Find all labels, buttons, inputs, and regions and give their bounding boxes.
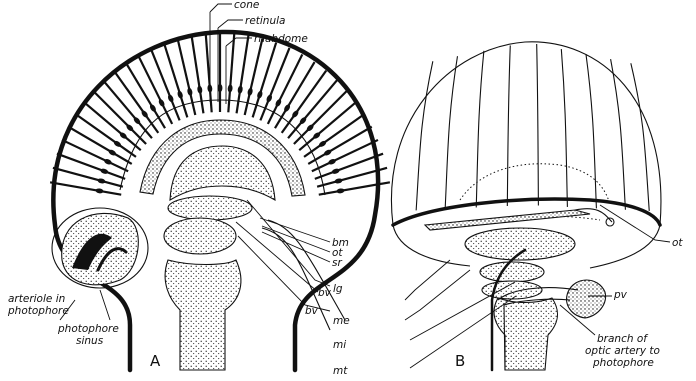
dome-meridian [537, 44, 539, 206]
lamina-ganglion [168, 196, 252, 220]
rhabdome-mark [237, 85, 243, 94]
rhabdome-mark [97, 178, 106, 185]
label-mi: mi [333, 339, 346, 351]
label-pv: pv [613, 289, 628, 301]
ommatidium-ray [253, 43, 277, 118]
rhabdome-mark [336, 188, 345, 194]
medulla-externa-b [480, 262, 544, 282]
labels: cone retinula rhabdome bm ot sr lg bv bv… [7, 0, 683, 377]
rhabdome-mark [227, 84, 232, 92]
label-sinus-1: photophore [57, 323, 119, 335]
rhabdome-mark [197, 85, 203, 94]
rhabdome-mark [247, 87, 254, 96]
eye-rim-lower-right [590, 225, 660, 268]
label-retinula: retinula [245, 15, 285, 27]
dome-meridian [561, 49, 567, 207]
lamina-ganglion-b [465, 228, 575, 260]
label-bv-2: bv [305, 305, 319, 317]
ommatidium-ray [57, 154, 125, 179]
ommatidium-ray [315, 154, 383, 179]
label-cone: cone [234, 0, 259, 11]
rhabdome-mark [331, 168, 340, 175]
label-bv-1: bv [318, 287, 332, 299]
rhabdome-mark [187, 87, 194, 96]
dome-meridian [445, 56, 457, 209]
label-branch-3: photophore [592, 357, 654, 369]
photophore-pv [567, 280, 606, 318]
panel-b-diagram [391, 42, 661, 370]
rhabdome-mark [256, 90, 263, 99]
dome-meridian [611, 59, 626, 210]
optic-stalk [165, 260, 241, 370]
label-branch-2: optic artery to [585, 345, 660, 357]
label-arteriole-1: arteriole in [8, 293, 65, 305]
medulla-externa [164, 218, 236, 254]
panel-label-a: A [150, 352, 161, 370]
ommatidium-ray [164, 43, 188, 118]
rhabdome-mark [95, 188, 104, 194]
rhabdome-mark [265, 94, 273, 103]
dome-meridian [507, 45, 510, 206]
dome-meridian [631, 63, 649, 211]
label-me: me [333, 315, 350, 327]
label-branch-1: branch of [597, 333, 649, 345]
rhabdome-mark [167, 94, 175, 103]
label-ot-b: ot [672, 237, 683, 249]
label-sr: sr [332, 257, 342, 269]
rhabdome-mark [100, 168, 109, 175]
label-mt: mt [333, 365, 348, 377]
eye-rim-band [393, 199, 660, 225]
dome-meridians [416, 44, 649, 211]
dome-meridian [586, 54, 596, 208]
label-arteriole-2: photophore [7, 305, 69, 317]
panel-label-b: B [455, 352, 465, 370]
optic-tract-band [425, 210, 590, 230]
label-lg: lg [333, 283, 343, 295]
ganglion-cap [170, 146, 275, 200]
dome-meridian [416, 61, 433, 210]
rhabdome-mark [334, 178, 343, 185]
eye-rim-lower [393, 225, 470, 266]
dome-meridian [476, 51, 484, 208]
rhabdome-mark [177, 90, 184, 99]
label-rhabdome: rhabdome [254, 33, 308, 45]
label-sinus-2: sinus [76, 335, 104, 347]
